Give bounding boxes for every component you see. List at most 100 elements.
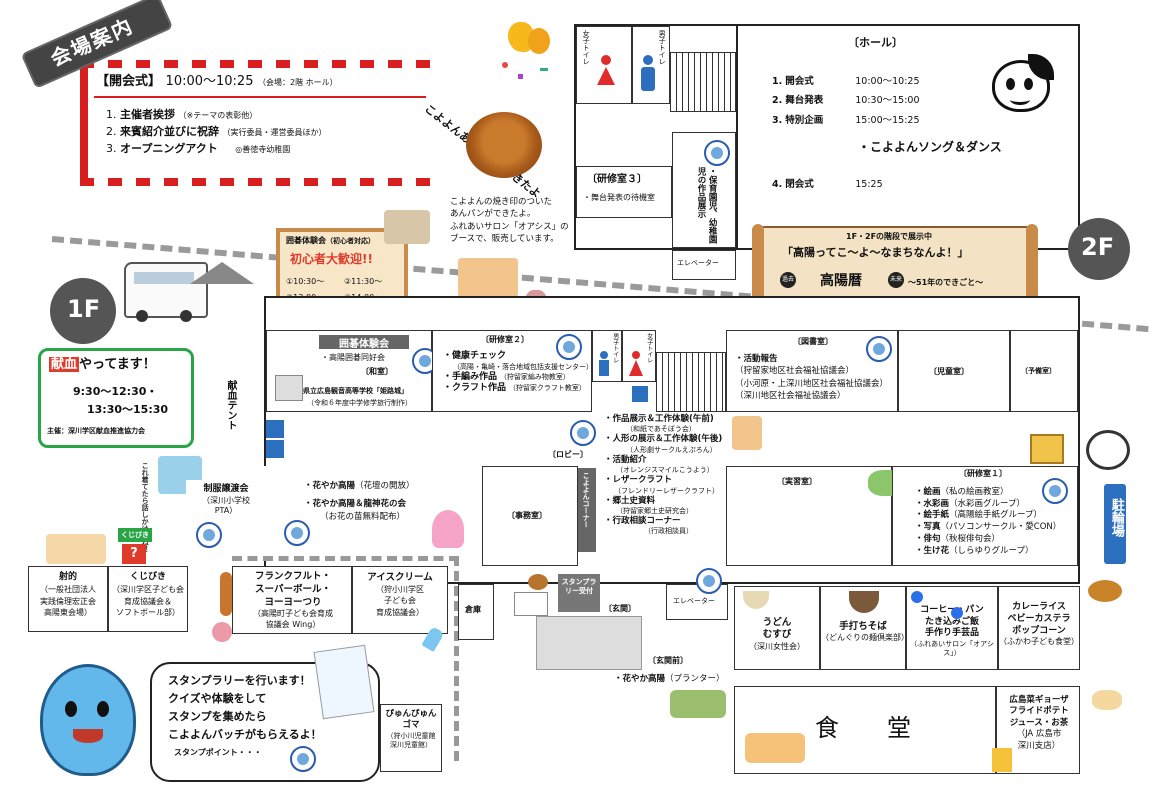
men-toilet-icon: [599, 351, 609, 377]
frankfurt-stall: フランクフルト・ スーパーボール・ ヨーヨーつり （高陽町子ども会育成 協議会 …: [232, 566, 352, 634]
anpan-description: こよよんの焼き印のついた あんパンができたよ。 ふれあいサロン「オアシス」の ブ…: [450, 197, 569, 244]
blood-donation-bus-icon: [124, 262, 208, 322]
stamp-point-icon: [290, 746, 316, 772]
anpan-bread-icon: [466, 112, 542, 178]
go-players-icon: [384, 210, 430, 244]
entrance-front-label: 〔玄関前〕: [648, 656, 688, 665]
lobby: ・作品展示＆工作体験(午前) （和紙であそぼう会） ・人形の展示＆工作体験(午後…: [598, 412, 726, 566]
koma-booth: ぴゅんぴゅん ゴマ （狩小川児童館 深川児童館）: [380, 704, 442, 772]
opening-items: 1. 主催者挨拶 （※テーマの表彰他） 2. 来賓紹介並びに祝辞 （実行委員・運…: [106, 106, 327, 157]
stamp-rally-info: スタンプラリーを行います！ クイズや体験をして スタンプを集めたら こよよんバッ…: [150, 662, 380, 782]
men-toilet-1f: 男子トイレ: [592, 330, 622, 382]
stamp-card-image: [313, 644, 375, 720]
uniform-transfer: 制服譲渡会 （深川小学校 PTA）: [186, 480, 266, 530]
opening-time: 10:00〜10:25: [165, 74, 254, 89]
women-toilet-icon: [597, 55, 615, 93]
men-toilet-2f: 男子トイレ: [632, 26, 670, 104]
outdoor-booth-area: [232, 556, 459, 761]
curry-icon: [1088, 580, 1122, 602]
welcome-text: 初心者大歓迎!!: [290, 252, 373, 266]
entrance-label: 〔玄関〕: [604, 604, 636, 613]
food-stall: 手打ちそば （どんぐりの麺倶楽部）: [820, 586, 909, 670]
history-scroll: 1F・2Fの階段で展示中 「高陽ってこ〜よ〜なまちなんよ！」 過去 高陽暦 未来…: [752, 224, 1038, 308]
storage: 倉庫: [458, 584, 494, 640]
stamp-point-icon: [284, 520, 310, 546]
office: 〔事務室〕: [482, 466, 578, 566]
koyoyon-mascot-large-icon: [40, 664, 136, 776]
yoyo-icon: [212, 622, 232, 642]
stamp-point-icon: [196, 522, 222, 548]
flower-pot-icon: [432, 510, 464, 548]
blood-donation-box: 献血やってます！ 9:30〜12:30・ 13:30〜15:30 主催：深川学区…: [38, 348, 194, 448]
icecream-stall: アイスクリーム （狩小川学区 子ども会 育成協議会）: [352, 566, 448, 634]
stamp-card-icon: [514, 592, 548, 616]
koyoyon-mascot-icon: [992, 54, 1056, 114]
stamp-rally-desk: スタンプラリー受付: [558, 574, 600, 612]
stamp-point-icon: [866, 336, 892, 362]
food-stall: コーヒー・パン たき込みご飯 手作り手芸品 （ふれあいサロン「オアシス」）: [906, 586, 998, 670]
himeji-castle-icon: [275, 375, 303, 401]
desk-person-icon: [458, 258, 518, 298]
accessible-icon: [266, 420, 284, 438]
planter-icon: [670, 690, 726, 718]
food-stall: うどん むすび （深川女性会）: [734, 586, 820, 670]
fries-icon: [992, 748, 1012, 772]
soba-bowl-icon: [849, 591, 879, 613]
training-room-3: 〔研修室３〕 ・舞台発表の待機室: [576, 166, 672, 218]
hall-title: 〔ホール〕: [848, 36, 903, 49]
kids-room: 〔児童室〕: [898, 330, 1010, 412]
gyoza-icon: [1092, 690, 1122, 710]
elevator-2f: エレベーター: [672, 250, 736, 280]
women-toilet-1f: 女子トイレ: [622, 330, 656, 382]
practice-room: 〔実習室〕: [726, 466, 892, 566]
question-box-icon: ?: [122, 544, 146, 564]
opening-title: 【開会式】: [96, 74, 162, 89]
shooting-game-icon: [46, 534, 106, 564]
opening-item: 3. オープニングアクト ◎善徳寺幼稚園: [106, 142, 291, 156]
sausage-icon: [220, 572, 232, 616]
hall-special: ・こよよんソング＆ダンス: [858, 140, 1002, 154]
tshirt-note: これ着てたら話しかけてね！: [141, 462, 150, 553]
training-room-1: 〔研修室１〕 ・絵画（私の絵画教室） ・水彩画（水彩画グループ） ・絵手紙（高陽…: [892, 466, 1078, 566]
opening-ceremony-board: 【開会式】 10:00〜10:25 （会場：2階 ホール） 1. 主催者挨拶 （…: [80, 60, 442, 186]
bicycles-icon: [1086, 430, 1130, 470]
stamp-point-icon: [570, 420, 596, 446]
opening-item: 1. 主催者挨拶 （※テーマの表彰他）: [106, 108, 258, 121]
kids-eating-icon: [745, 733, 805, 763]
shateki-stall: 射的 （一般社団法人 実践倫理宏正会 高陽東会場）: [28, 566, 108, 632]
accessible-toilet-icon: [632, 386, 648, 402]
planter-label: ・花やか高陽（プランター）: [614, 674, 725, 684]
blood-tent-label: 献血テント: [225, 380, 236, 430]
udon-bowl-icon: [743, 591, 769, 609]
women-toilet-2f: 女子トイレ: [576, 26, 632, 104]
floor2-badge: 2F: [1068, 218, 1130, 280]
stairs-1f: [656, 352, 726, 412]
lobby-title: 〔ロビー〕: [548, 450, 588, 459]
stamp-point-icon: [1042, 478, 1068, 504]
cafeteria: 食 堂: [734, 686, 996, 774]
food-stall: カレーライス ベビーカステラ ポップコーン （ふかわ子ども食堂）: [998, 586, 1080, 670]
opening-item: 2. 来賓紹介並びに祝辞 （実行委員・運営委員ほか）: [106, 125, 327, 139]
opening-place: （会場：2階 ホール）: [258, 78, 338, 87]
entrance-steps: [536, 616, 642, 670]
stairs-2f: [670, 52, 736, 112]
men-toilet-icon: [641, 55, 655, 93]
painting-icon: [1030, 434, 1064, 464]
bike-parking-sign: 駐輪場: [1104, 484, 1126, 564]
stamp-point-icon: [556, 334, 582, 360]
japanese-room: 囲碁体験会 ・高陽囲碁同好会 〔和室〕 広島県立広島観音高等学校「姫路城」 （令…: [266, 330, 432, 412]
accessible-icon: [266, 440, 284, 458]
bread-icon: [528, 574, 548, 590]
tent-icon: [190, 262, 254, 284]
stamp-point-icon: [696, 568, 722, 594]
crafts-person-icon: [732, 416, 762, 450]
stamp-point-icon: [704, 140, 730, 166]
spare-room: 〔予備室〕: [1010, 330, 1078, 412]
floor1-badge: 1F: [50, 278, 116, 344]
koyoyon-corner: こよよんコーナー: [578, 468, 596, 552]
balloon-decoration-icon: [500, 18, 560, 88]
kujibiki-sign: くじびき: [118, 528, 152, 542]
